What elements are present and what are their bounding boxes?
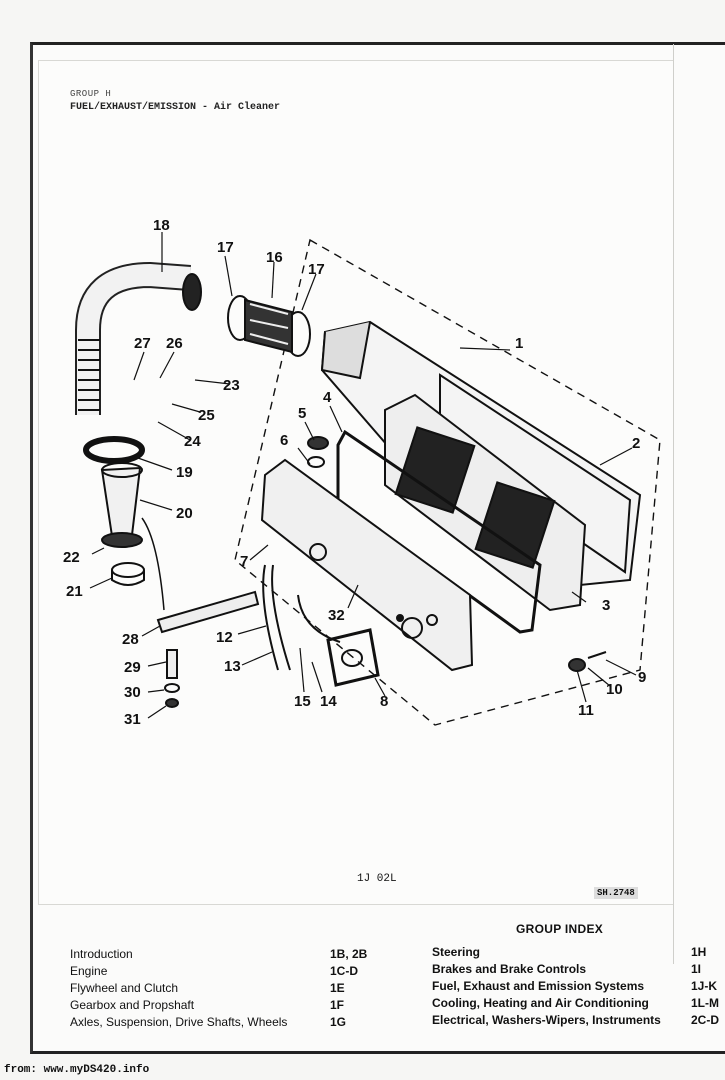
- index-left-code-0: 1B, 2B: [330, 947, 368, 961]
- callout-7: 7: [240, 553, 248, 570]
- callout-2: 2: [632, 435, 640, 452]
- index-left-label-2: Flywheel and Clutch: [70, 981, 179, 995]
- group-index-title: GROUP INDEX: [516, 922, 604, 936]
- index-left-label-4: Axles, Suspension, Drive Shafts, Wheels: [70, 1015, 288, 1029]
- hose-elbow: [75, 261, 202, 415]
- callout-16: 16: [266, 249, 283, 266]
- source-footer: from: www.myDS420.info: [4, 1064, 150, 1076]
- page-edge-line: [673, 44, 674, 964]
- casing-lower: [260, 458, 474, 672]
- index-right-label-3: Cooling, Heating and Air Conditioning: [432, 996, 649, 1010]
- index-left-label-3: Gearbox and Propshaft: [70, 998, 195, 1012]
- callout-21: 21: [66, 583, 83, 600]
- illustration-number: SH.2748: [594, 887, 638, 899]
- wing-nut-and-washer: [307, 436, 329, 468]
- gasket: [326, 628, 380, 687]
- air-cleaner-exploded-diagram: 18 17 16 17 1 27 26 23 25 24 5 6 4 19 20…: [63, 217, 661, 728]
- filter-element: [384, 393, 587, 612]
- bolt-and-washers: [568, 651, 607, 672]
- callout-12: 12: [216, 629, 233, 646]
- callout-11: 11: [578, 702, 594, 719]
- index-right-code-1: 1I: [691, 962, 702, 976]
- callout-9: 9: [638, 669, 646, 686]
- callout-17-left: 17: [217, 239, 234, 256]
- callout-6: 6: [280, 432, 288, 449]
- adaptor-ring: [83, 436, 145, 464]
- callout-19: 19: [176, 464, 193, 481]
- callout-26: 26: [166, 335, 183, 352]
- microfiche-code: 1J 02L: [357, 873, 397, 885]
- callout-15: 15: [294, 693, 311, 710]
- index-right-code-3: 1L-M: [691, 996, 719, 1010]
- callout-23: 23: [223, 377, 240, 394]
- intake-cone: [100, 462, 143, 548]
- callout-31: 31: [124, 711, 141, 728]
- callout-4: 4: [323, 389, 332, 406]
- index-right-label-2: Fuel, Exhaust and Emission Systems: [432, 979, 645, 993]
- callout-32: 32: [328, 607, 345, 624]
- group-label: GROUP H: [70, 89, 112, 99]
- section-title: FUEL/EXHAUST/EMISSION - Air Cleaner: [70, 102, 281, 113]
- index-right-code-2: 1J-K: [691, 979, 718, 993]
- callout-1: 1: [515, 335, 523, 352]
- stud-assembly: [164, 649, 180, 708]
- callout-20: 20: [176, 505, 193, 522]
- bracket: [156, 590, 260, 634]
- index-left-label-0: Introduction: [70, 947, 133, 961]
- index-left-code-4: 1G: [330, 1015, 347, 1029]
- callout-25: 25: [198, 407, 215, 424]
- index-left-code-3: 1F: [330, 998, 345, 1012]
- callout-14: 14: [320, 693, 337, 710]
- callout-8: 8: [380, 693, 388, 710]
- callout-5: 5: [298, 405, 306, 422]
- callout-27: 27: [134, 335, 151, 352]
- index-right-code-4: 2C-D: [691, 1013, 720, 1027]
- index-left-code-2: 1E: [330, 981, 345, 995]
- callout-10: 10: [606, 681, 623, 698]
- callout-13: 13: [224, 658, 241, 675]
- callout-28: 28: [122, 631, 139, 648]
- index-right-label-4: Electrical, Washers-Wipers, Instruments: [432, 1013, 661, 1027]
- callout-29: 29: [124, 659, 141, 676]
- callout-24: 24: [184, 433, 201, 450]
- index-right-code-0: 1H: [691, 945, 707, 959]
- callout-18: 18: [153, 217, 170, 234]
- index-left-label-1: Engine: [70, 964, 108, 978]
- callout-17-right: 17: [308, 261, 325, 278]
- index-right-label-1: Brakes and Brake Controls: [432, 962, 587, 976]
- connector-hose-with-clamps: [227, 295, 311, 357]
- grommet: [111, 562, 145, 586]
- index-left-code-1: 1C-D: [330, 964, 359, 978]
- index-right-label-0: Steering: [432, 945, 481, 959]
- callout-3: 3: [602, 597, 610, 614]
- callout-30: 30: [124, 684, 141, 701]
- callout-22: 22: [63, 549, 80, 566]
